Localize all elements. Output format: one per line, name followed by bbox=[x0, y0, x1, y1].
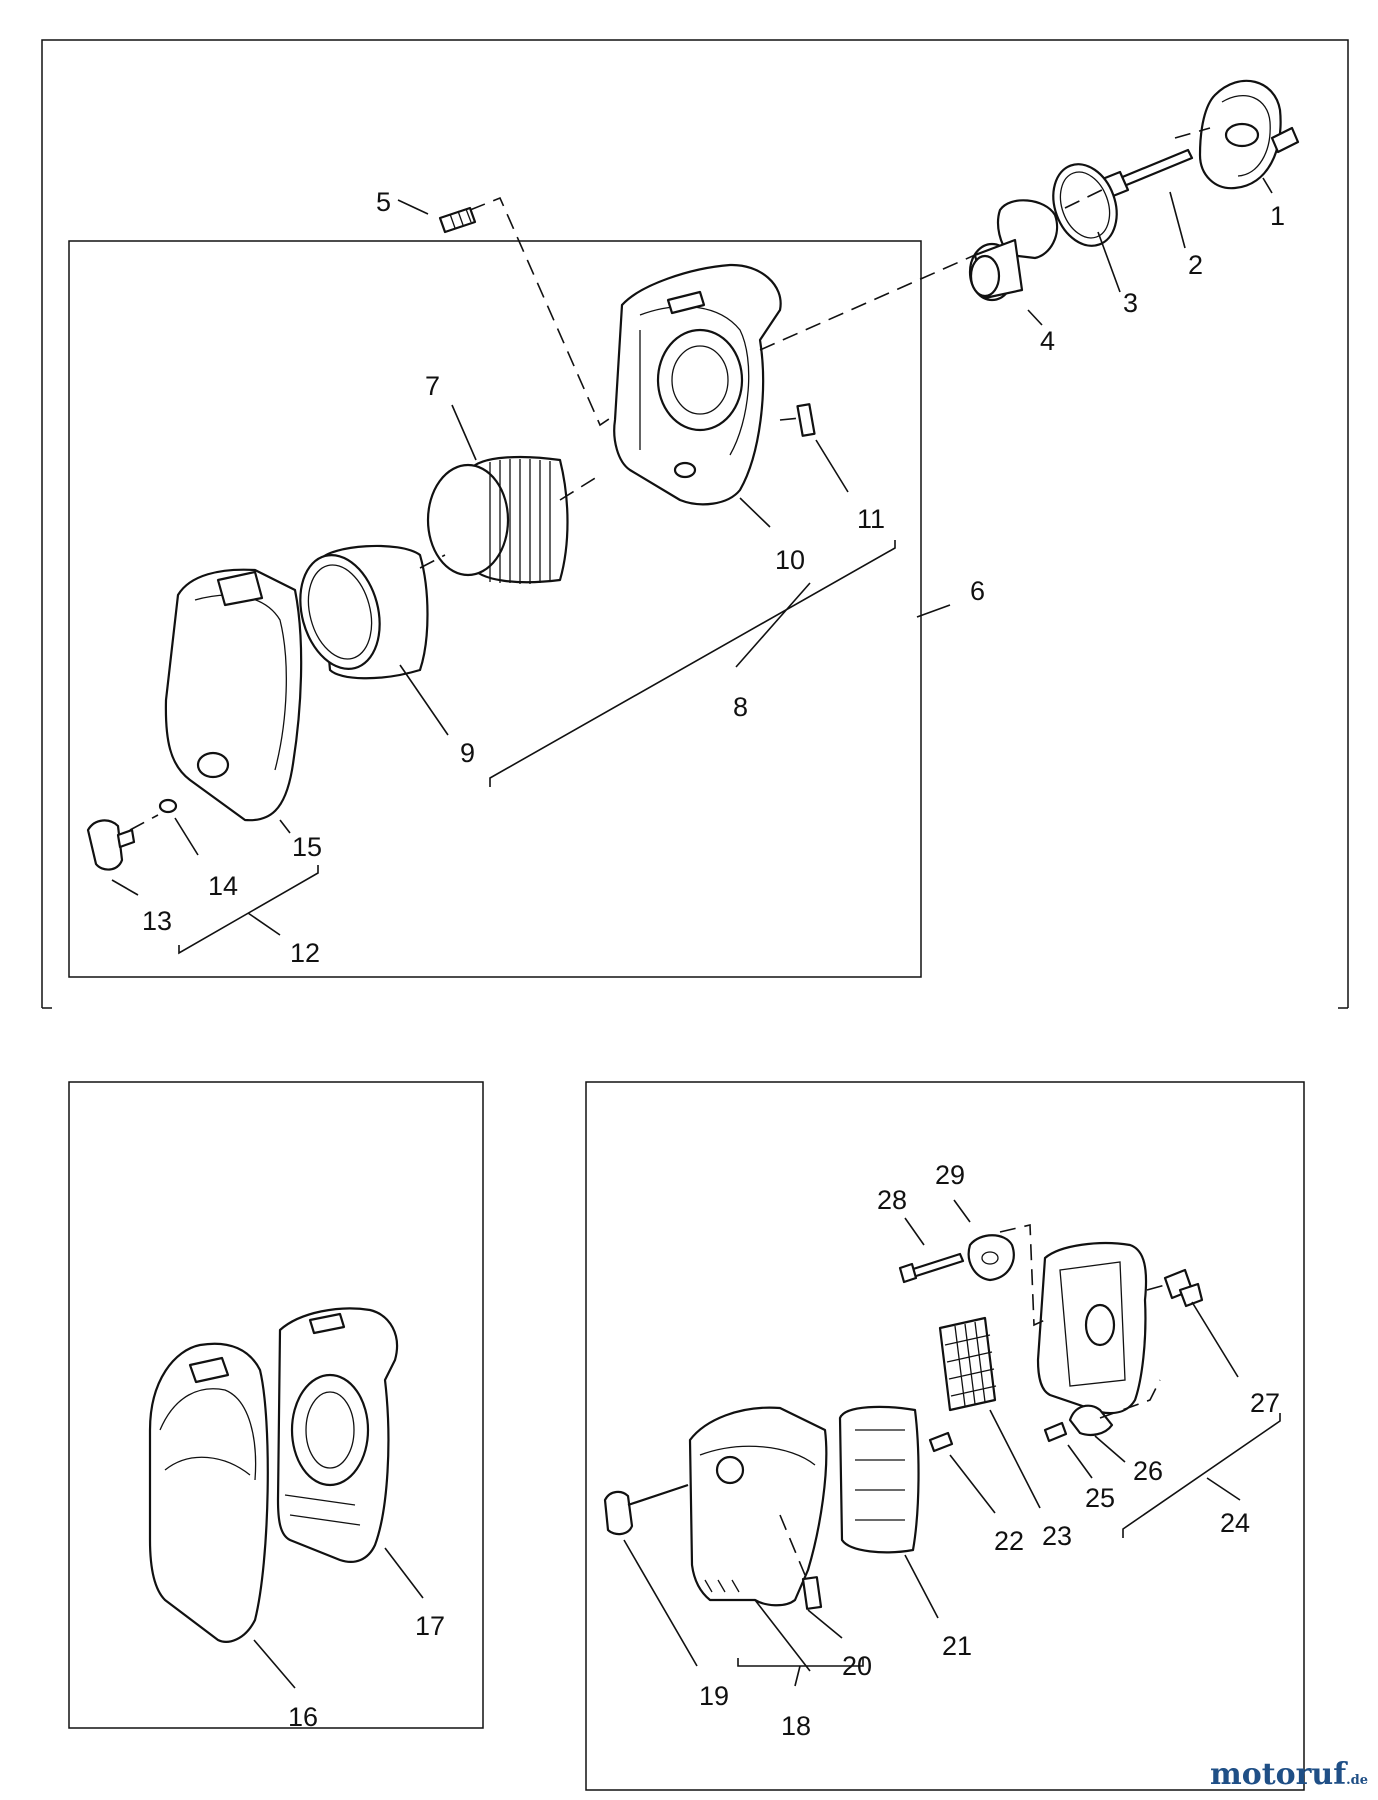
label-23: 23 bbox=[1042, 1521, 1072, 1551]
label-7: 7 bbox=[425, 371, 440, 401]
part-4-adapter bbox=[968, 199, 1059, 302]
label-19: 19 bbox=[699, 1681, 729, 1711]
label-4: 4 bbox=[1040, 326, 1055, 356]
leaders-lower-right bbox=[623, 1199, 1239, 1672]
part-3-gasket bbox=[1052, 163, 1118, 247]
label-27: 27 bbox=[1250, 1388, 1280, 1418]
label-26: 26 bbox=[1133, 1456, 1163, 1486]
label-13: 13 bbox=[142, 906, 172, 936]
dash-lines-lower-right bbox=[779, 1224, 1166, 1576]
outer-frame-bracket bbox=[41, 39, 1349, 1008]
part-2-bolt bbox=[1098, 148, 1194, 200]
label-10: 10 bbox=[775, 545, 805, 575]
label-28: 28 bbox=[877, 1185, 907, 1215]
label-2: 2 bbox=[1188, 250, 1203, 280]
part-14-washer bbox=[158, 798, 178, 814]
label-21: 21 bbox=[942, 1631, 972, 1661]
part-29-plate bbox=[967, 1234, 1015, 1282]
leaders-top bbox=[111, 177, 1273, 896]
part-10-case bbox=[613, 263, 782, 506]
label-14: 14 bbox=[208, 871, 238, 901]
watermark: motoruf.de bbox=[1210, 1757, 1368, 1792]
watermark-text: motoruf bbox=[1209, 1757, 1347, 1792]
label-25: 25 bbox=[1085, 1483, 1115, 1513]
label-29: 29 bbox=[935, 1160, 965, 1190]
label-1: 1 bbox=[1270, 201, 1285, 231]
frame-lower-left bbox=[68, 1081, 484, 1729]
part-18-cover bbox=[688, 1406, 828, 1607]
label-11: 11 bbox=[857, 504, 885, 534]
label-24: 24 bbox=[1220, 1508, 1250, 1538]
leaders-lower-left bbox=[253, 1547, 424, 1689]
label-8: 8 bbox=[733, 692, 748, 722]
part-20-label bbox=[801, 1576, 823, 1610]
part-7-filter-element bbox=[426, 455, 569, 584]
frame-lower-right bbox=[585, 1081, 1305, 1791]
part-22-screw bbox=[928, 1431, 954, 1453]
label-20: 20 bbox=[842, 1651, 872, 1681]
part-23-screen bbox=[938, 1316, 997, 1412]
bracket-12 bbox=[178, 865, 319, 955]
inner-frame-main bbox=[68, 240, 922, 978]
label-6: 6 bbox=[970, 576, 985, 606]
part-28-bolt bbox=[898, 1252, 965, 1284]
part-16-cover bbox=[148, 1342, 269, 1643]
label-22: 22 bbox=[994, 1526, 1024, 1556]
part-labels: 1 2 3 4 5 6 7 8 9 10 11 12 13 14 15 16 1… bbox=[142, 187, 1285, 1741]
part-11-label bbox=[796, 403, 816, 437]
label-5: 5 bbox=[376, 187, 391, 217]
part-25-screw bbox=[1043, 1421, 1068, 1443]
label-17: 17 bbox=[415, 1611, 445, 1641]
label-15: 15 bbox=[292, 832, 322, 862]
label-18: 18 bbox=[781, 1711, 811, 1741]
bracket-18 bbox=[737, 1658, 864, 1687]
label-12: 12 bbox=[290, 938, 320, 968]
part-17-case bbox=[276, 1307, 399, 1563]
part-21-foam-filter bbox=[838, 1405, 920, 1554]
part-26-plate bbox=[1068, 1404, 1114, 1436]
part-13-knob bbox=[86, 819, 136, 871]
label-9: 9 bbox=[460, 738, 475, 768]
label-3: 3 bbox=[1123, 288, 1138, 318]
part-24-case bbox=[1036, 1242, 1148, 1415]
part-27-fitting bbox=[1163, 1268, 1204, 1308]
part-9-sleeve bbox=[299, 544, 429, 680]
label-16: 16 bbox=[288, 1702, 318, 1732]
part-5-screw bbox=[438, 206, 477, 234]
bracket-8 bbox=[489, 540, 896, 787]
part-1-end-cover bbox=[1198, 79, 1300, 190]
watermark-suffix: .de bbox=[1346, 1773, 1368, 1788]
part-19-knob bbox=[603, 1483, 689, 1536]
part-15-cover bbox=[164, 568, 303, 822]
bracket-24 bbox=[1122, 1413, 1281, 1538]
dash-lines-top bbox=[129, 127, 1211, 831]
